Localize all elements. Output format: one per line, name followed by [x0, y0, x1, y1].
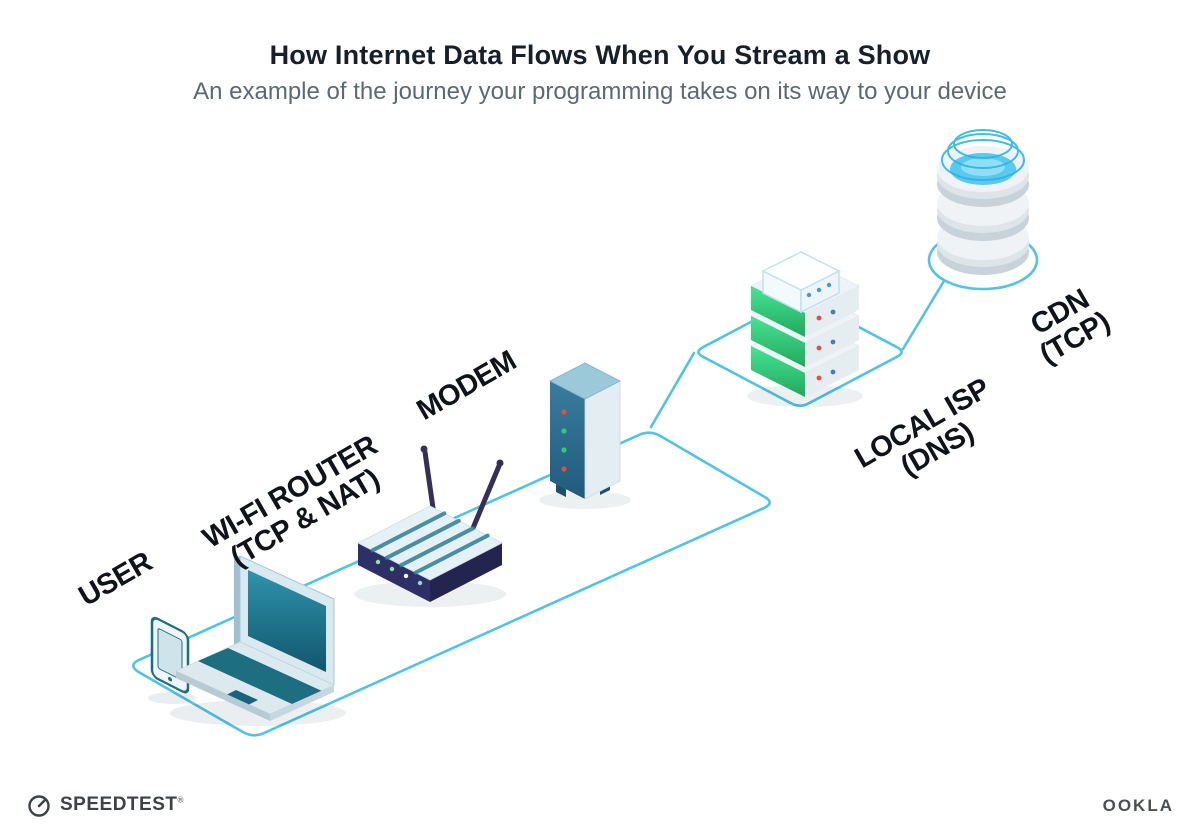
dns-box: [761, 251, 841, 314]
modem-leds: [561, 409, 567, 472]
speedtest-gauge-icon: [28, 795, 50, 817]
modem-device: [549, 362, 621, 500]
user-laptop-device: [175, 555, 335, 721]
cdn-coil-rings: [941, 129, 1025, 181]
wifi-router-device: [357, 445, 504, 602]
trace-home-track: [132, 431, 771, 737]
router-vents: [370, 511, 490, 575]
cdn-database-stack: [937, 129, 1029, 275]
registered-trademark-symbol: ®: [177, 795, 184, 805]
speedtest-wordmark-text: SPEEDTEST: [60, 794, 178, 815]
ookla-wordmark: OOKLA: [1102, 796, 1174, 815]
isp-server-rack: [750, 251, 860, 397]
connector-isp-cdn: [901, 279, 946, 351]
router-leds: [375, 559, 423, 586]
speedtest-wordmark: SPEEDTEST®: [60, 794, 184, 816]
connector-modem-isp: [649, 351, 696, 429]
page-subtitle: An example of the journey your programmi…: [193, 78, 1007, 105]
page-title: How Internet Data Flows When You Stream …: [269, 40, 931, 70]
speedtest-logo: SPEEDTEST®: [26, 792, 184, 818]
ookla-logo: OOKLA: [1103, 796, 1174, 816]
